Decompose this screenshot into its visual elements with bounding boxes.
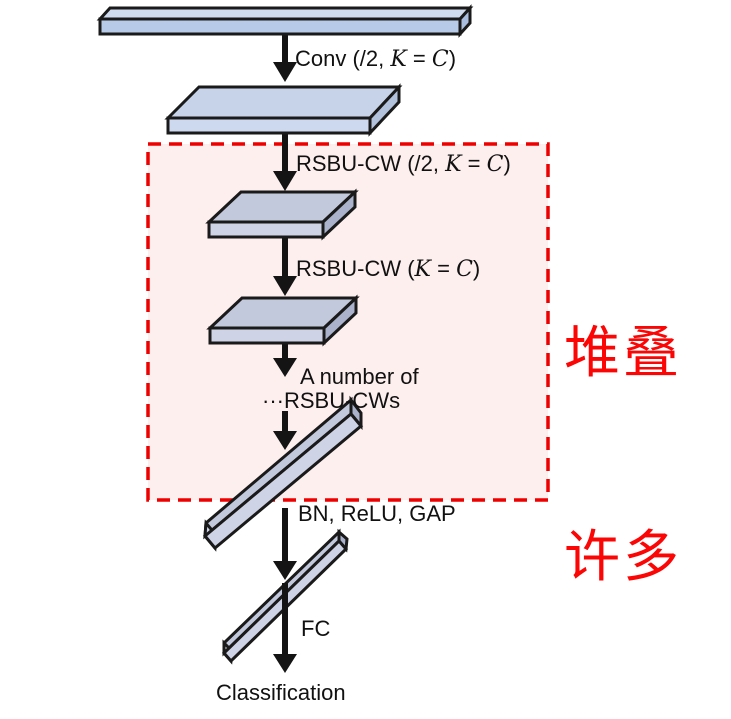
stack-arrow (273, 343, 297, 377)
conv-label-text: Conv (/2, (295, 46, 391, 71)
rsbu-plate-1 (205, 188, 359, 241)
rsbu2-label: RSBU-CW (K = C) (296, 257, 480, 282)
rsbu2-arrow-stem (282, 237, 288, 277)
stack-arrow-stem (282, 343, 288, 359)
bn-relu-gap-arrow (273, 508, 297, 580)
rsbu2-label-eq: = (430, 256, 457, 281)
fc-arrow-head (273, 654, 297, 673)
conv-arrow-head (273, 62, 297, 82)
conv-var-k: K (390, 47, 407, 72)
to-feature-bar-arrow-head (273, 431, 297, 450)
residual-annotation-line2: 许多 (564, 525, 682, 588)
conv-label-close: ) (448, 46, 457, 71)
rsbu2-arrow (273, 237, 297, 296)
conv-plate-top-face (164, 85, 403, 120)
bn-relu-gap-arrow-head (273, 561, 297, 580)
rsbu1-arrow-stem (282, 133, 288, 172)
rsbu1-var-c: C (486, 152, 504, 177)
rsbu2-var-k: K (414, 257, 431, 282)
bn-relu-gap-label: BN, ReLU, GAP (298, 501, 456, 526)
rsbu1-label: RSBU-CW (/2, K = C) (296, 152, 511, 177)
to-feature-bar-arrow-stem (282, 411, 288, 432)
bn-relu-gap-arrow-stem (282, 508, 288, 562)
conv-output-plate (164, 83, 403, 137)
input-feature-slab (96, 4, 474, 38)
stack-note-line2: ···RSBU-CWs (262, 388, 401, 413)
conv-var-c: C (431, 47, 449, 72)
rsbu2-label-text: RSBU-CW ( (296, 256, 415, 281)
stack-arrow-head (273, 358, 297, 377)
conv-label: Conv (/2, K = C) (295, 47, 456, 72)
classification-label: Classification (216, 680, 346, 705)
fc-arrow (273, 583, 297, 673)
conv-label-eq: = (406, 46, 432, 71)
to-feature-bar-arrow (273, 411, 297, 450)
conv-arrow (273, 33, 297, 82)
input-slab-top-face (96, 6, 474, 21)
rsbu1-label-eq: = (461, 151, 487, 176)
fc-label: FC (301, 616, 331, 641)
rsbu1-arrow-head (273, 171, 297, 191)
feature-bar (202, 395, 364, 552)
rsbu1-label-text: RSBU-CW (/2, (296, 151, 446, 176)
rsbu-plate-2 (206, 294, 360, 347)
residual-annotation: 堆叠 许多 残差 模块 (564, 183, 682, 719)
feature-bar-front-face (202, 411, 364, 551)
residual-annotation-line1: 堆叠 (564, 321, 682, 384)
conv-plate-front-face (166, 116, 372, 135)
input-slab-front-face (98, 17, 462, 36)
rsbu1-var-k: K (445, 152, 462, 177)
rsbu2-var-c: C (456, 257, 473, 282)
rsbu2-label-close: ) (472, 256, 481, 281)
rsbu2-arrow-head (273, 276, 297, 296)
rsbu-plate-1-front-face (207, 220, 325, 239)
stack-note-line1: A number of (300, 364, 419, 389)
rsbu1-label-close: ) (503, 151, 511, 176)
fc-arrow-stem (282, 583, 288, 655)
rsbu-plate-2-front-face (208, 326, 326, 345)
conv-arrow-stem (282, 33, 288, 63)
rsbu1-arrow (273, 133, 297, 191)
